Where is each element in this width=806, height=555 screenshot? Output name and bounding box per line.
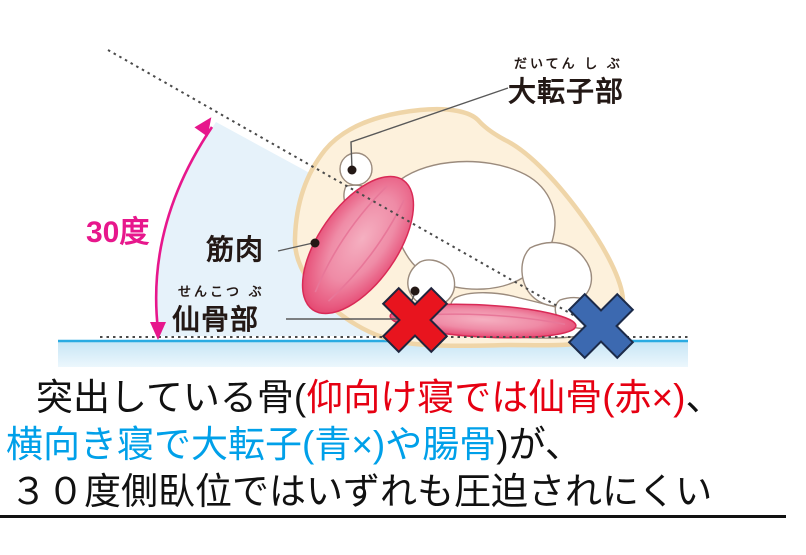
caption-line-3-underline: ３０度側臥位ではいずれも圧迫されにくい (0, 468, 786, 518)
label-connectors (277, 87, 509, 320)
caption-line1-comma: 、 (685, 377, 723, 418)
caption-line-2: 横向き寝で大転子(青×)や腸骨)が、 (0, 421, 806, 468)
caption-line1-red: 仰向け寝では仙骨(赤×) (306, 377, 686, 418)
sacrum-furigana: せんこつ ぶ (178, 284, 265, 299)
angle-30deg-label: 30度 (86, 216, 150, 249)
trochanter-dot (347, 165, 357, 175)
sacrum-label: 仙骨部 (172, 304, 260, 335)
caption-line-1: 突出している骨(仰向け寝では仙骨(赤×)、 (0, 374, 806, 421)
muscle-dot (310, 238, 320, 248)
angle-arc-arrow (150, 117, 214, 340)
caption-text: 突出している骨(仰向け寝では仙骨(赤×)、 横向き寝で大転子(青×)や腸骨)が、… (0, 374, 806, 518)
caption-line-3: ３０度側臥位ではいずれも圧迫されにくい (0, 468, 786, 515)
trochanter-label: 大転子部 (508, 76, 625, 107)
trochanter-furigana: だいてん し ぶ (514, 56, 623, 71)
gluteal-muscle (301, 175, 415, 315)
tilt-axis-dotted-line (107, 49, 611, 337)
caption-line3-black: ３０度側臥位ではいずれも圧迫されにくい (10, 471, 713, 512)
pelvis-cross-section-drawing (58, 49, 688, 372)
caption-line1-black: 突出している骨( (36, 377, 307, 418)
caption-line2-blue: 横向き寝で大転子(青×)や腸骨 (6, 424, 497, 465)
anchor-dots (310, 165, 420, 296)
muscle-label: 筋肉 (206, 234, 265, 265)
caption-line2-black: )が、 (496, 424, 582, 465)
sacrum-dot (410, 286, 420, 296)
